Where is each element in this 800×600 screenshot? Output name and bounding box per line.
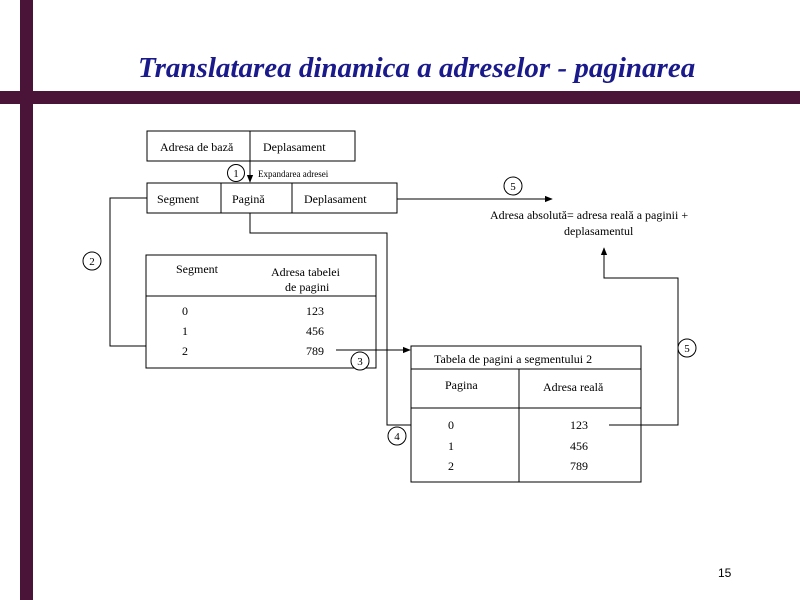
svg-text:4: 4 — [394, 431, 400, 443]
segment-row-key: 1 — [182, 324, 188, 338]
base-address-label: Adresa de bază — [160, 140, 234, 154]
offset-label: Deplasament — [263, 140, 326, 154]
svg-text:5: 5 — [684, 343, 690, 355]
page-row-key: 1 — [448, 439, 454, 453]
expanded-address-box: Segment Pagină Deplasament — [146, 182, 398, 214]
page-row-value: 456 — [570, 439, 588, 453]
segment-table-col1: Segment — [176, 262, 219, 276]
page-table-col1: Pagina — [445, 378, 478, 392]
page-table-title: Tabela de pagini a segmentului 2 — [434, 352, 592, 366]
page-row-key: 0 — [448, 418, 454, 432]
segment-row-key: 2 — [182, 344, 188, 358]
page-number: 15 — [718, 566, 732, 580]
segment-row-value: 123 — [306, 304, 324, 318]
segment-row-value: 456 — [306, 324, 324, 338]
virtual-address-box: Adresa de bază Deplasament — [146, 130, 356, 162]
svg-text:5: 5 — [510, 181, 516, 193]
absolute-address-line1: Adresa absolută= adresa reală a paginii … — [490, 208, 688, 222]
step-marker-1: 1 — [227, 164, 245, 182]
svg-text:3: 3 — [357, 356, 363, 368]
segment-table-col2-line1: Adresa tabelei — [271, 265, 341, 279]
page-row-value: 789 — [570, 459, 588, 473]
step-marker-3: 3 — [350, 351, 370, 371]
segment-table-col2-line2: de pagini — [285, 280, 330, 294]
page-arrow — [249, 213, 447, 429]
step-marker-5-right: 5 — [677, 338, 697, 358]
page-label: Pagină — [232, 192, 265, 206]
page-row-key: 2 — [448, 459, 454, 473]
left-accent-bar — [20, 0, 33, 600]
step-marker-4: 4 — [387, 426, 407, 446]
title-underline-bar — [0, 91, 800, 104]
segment-row-key: 0 — [182, 304, 188, 318]
step-marker-5-top: 5 — [503, 176, 523, 196]
segment-arrow — [109, 197, 173, 350]
segment-row-value: 789 — [306, 344, 324, 358]
step-marker-2: 2 — [82, 251, 102, 271]
absolute-address-line2: deplasamentul — [564, 224, 634, 238]
segment-table: Segment Adresa tabelei de pagini 0 123 1… — [145, 254, 377, 369]
svg-text:1: 1 — [233, 168, 239, 180]
expand-label: Expandarea adresei — [258, 169, 329, 179]
slide-title: Translatarea dinamica a adreselor - pagi… — [138, 52, 696, 84]
page-row-value: 123 — [570, 418, 588, 432]
page-table: Tabela de pagini a segmentului 2 Pagina … — [410, 345, 642, 483]
expanded-offset-label: Deplasament — [304, 192, 367, 206]
svg-text:2: 2 — [89, 256, 95, 268]
real-address-arrow — [600, 247, 679, 426]
segment-label: Segment — [157, 192, 200, 206]
page-table-col2: Adresa reală — [543, 380, 604, 394]
